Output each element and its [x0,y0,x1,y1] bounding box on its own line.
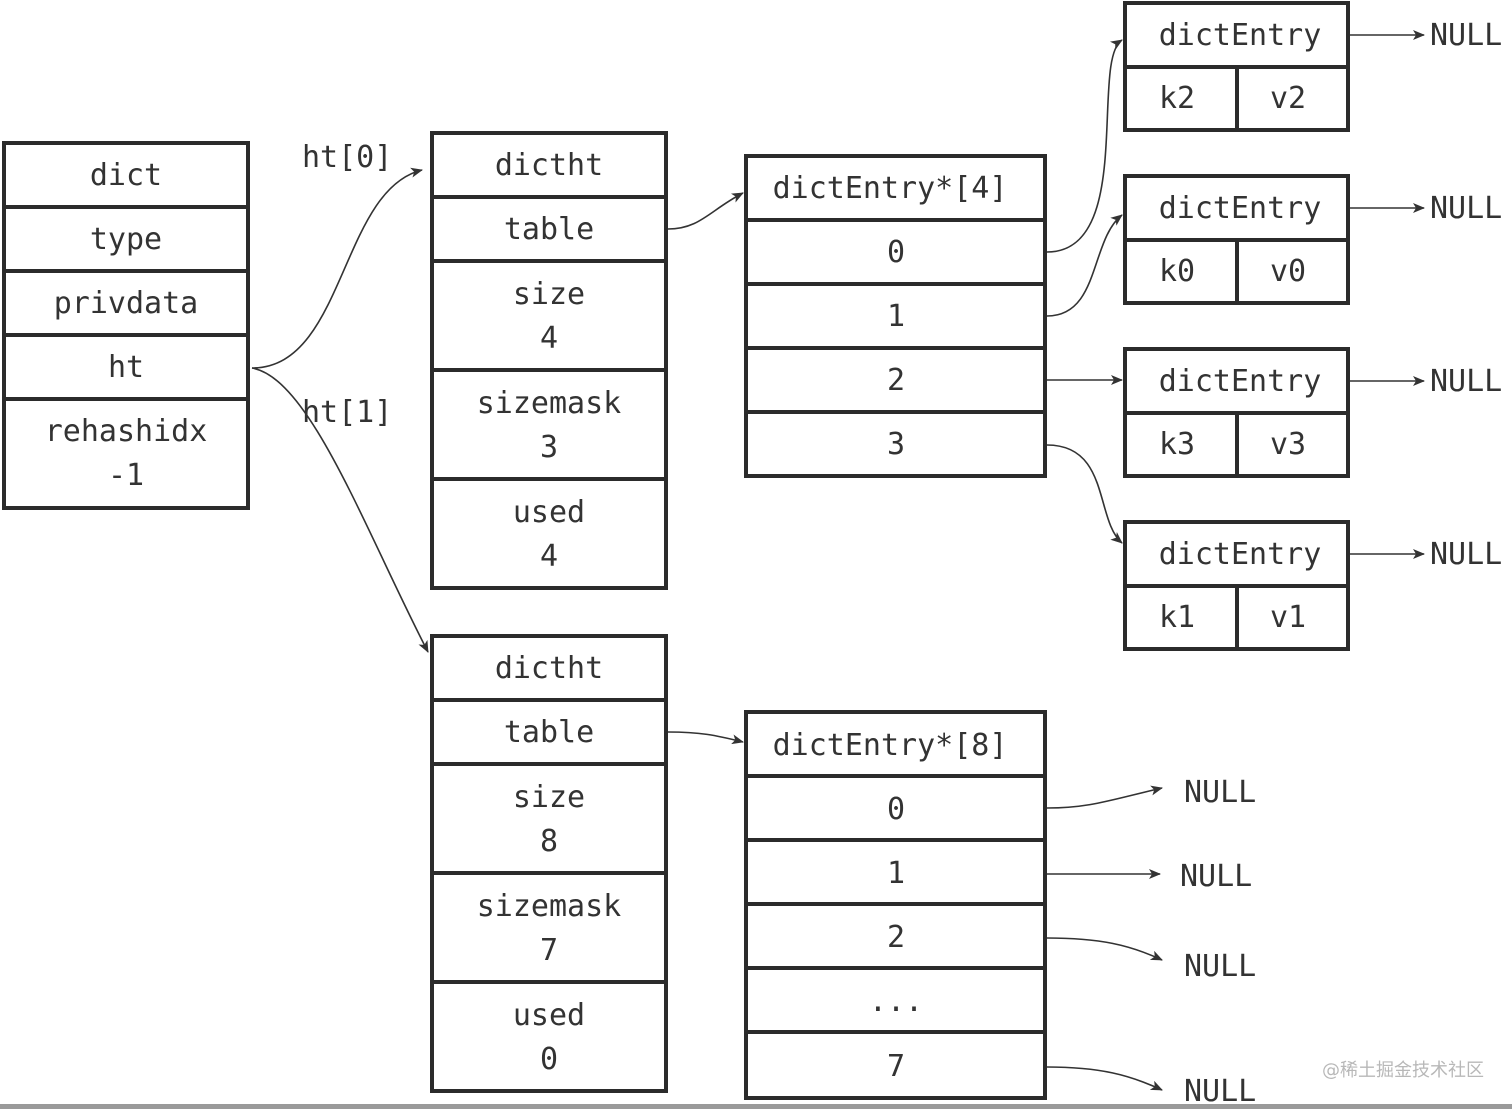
entry-k1-value: v1 [1270,600,1306,635]
ht0-sizemask-value: 3 [540,430,558,465]
array8-slot-1: 1 [887,856,905,891]
ht1-size-value: 8 [540,824,558,859]
array8-slot-7: 7 [887,1049,905,1084]
site-watermark: @稀土掘金技术社区 [1322,1060,1484,1081]
dict-rehashidx-label: rehashidx [45,414,208,449]
entry-k1-key: k1 [1159,600,1195,635]
ht0-pointer-arrow [251,167,423,369]
ht0-used-label: used [513,495,585,530]
array4-slot-0: 0 [887,235,905,270]
dictht-ht1: dictht table size 8 sizemask 7 used 0 [430,634,668,1093]
ht1-sizemask-label: sizemask [477,889,622,924]
entry-k3-next-null: NULL [1430,364,1502,399]
dictht-ht0: dictht table size 4 sizemask 3 used 4 [430,131,668,590]
array8-slot-0: 0 [887,792,905,827]
ht1-label: ht[1] [302,395,392,430]
slot3-to-k1-arrow [1046,444,1123,544]
ht0-size-value: 4 [540,321,558,356]
entry-k0-next-null: NULL [1430,191,1502,226]
ht0-header: dictht [495,148,603,183]
dict-field-ht: ht [108,350,144,385]
slot0-to-k2-arrow [1046,39,1123,253]
ht1-sizemask-value: 7 [540,933,558,968]
bottom-edge-bar [0,1104,1512,1109]
dict-entry-k1: dictEntry k1 v1 [1123,520,1350,651]
ht1-size-label: size [513,780,585,815]
entry-k0-header: dictEntry [1159,191,1322,226]
dict-field-privdata: privdata [54,286,199,321]
ht1-pointer-arrow [251,367,429,653]
array8-header: dictEntry*[8] [773,728,1008,763]
entry-k3-header: dictEntry [1159,364,1322,399]
entry-k1-header: dictEntry [1159,537,1322,572]
array8-slot0-null-arrow [1046,785,1163,809]
entry-array-8: dictEntry*[8] 0 1 2 ... 7 [744,710,1047,1100]
array8-slot7-null: NULL [1184,1074,1256,1109]
ht0-size-label: size [513,277,585,312]
entry-k3-value: v3 [1270,427,1306,462]
entry-k0-value: v0 [1270,254,1306,289]
entry-k0-key: k0 [1159,254,1195,289]
ht0-used-value: 4 [540,539,558,574]
array8-slot-ellipsis: ... [869,984,923,1019]
array8-slot2-null-arrow [1046,937,1163,961]
dict-entry-k0: dictEntry k0 v0 [1123,174,1350,305]
ht0-label: ht[0] [302,140,392,175]
dict-header: dict [90,158,162,193]
entry-k2-next-null: NULL [1430,18,1502,53]
ht0-table: table [504,212,594,247]
dict-entry-k2: dictEntry k2 v2 [1123,1,1350,132]
dict-rehashidx-value: -1 [108,458,144,493]
ht1-used-label: used [513,998,585,1033]
dict-entry-k3: dictEntry k3 v3 [1123,347,1350,478]
array8-slot-2: 2 [887,920,905,955]
ht0-sizemask-label: sizemask [477,386,622,421]
array4-slot-2: 2 [887,363,905,398]
array8-slot0-null: NULL [1184,775,1256,810]
array4-slot-1: 1 [887,299,905,334]
ht1-used-value: 0 [540,1042,558,1077]
array4-header: dictEntry*[4] [773,171,1008,206]
entry-array-4: dictEntry*[4] 0 1 2 3 [744,154,1047,478]
slot1-to-k0-arrow [1046,214,1123,317]
ht0-table-arrow [667,192,744,230]
entry-k2-header: dictEntry [1159,18,1322,53]
entry-k3-key: k3 [1159,427,1195,462]
ht1-table-arrow [667,731,744,745]
array8-slot1-null: NULL [1180,859,1252,894]
array4-slot-3: 3 [887,427,905,462]
entry-k1-next-null: NULL [1430,537,1502,572]
dict-box: dict type privdata ht rehashidx -1 [2,141,250,510]
entry-k2-value: v2 [1270,81,1306,116]
ht1-table: table [504,715,594,750]
array8-slot2-null: NULL [1184,949,1256,984]
dict-field-type: type [90,222,162,257]
ht1-header: dictht [495,651,603,686]
entry-k2-key: k2 [1159,81,1195,116]
array8-slot7-null-arrow [1046,1066,1163,1091]
